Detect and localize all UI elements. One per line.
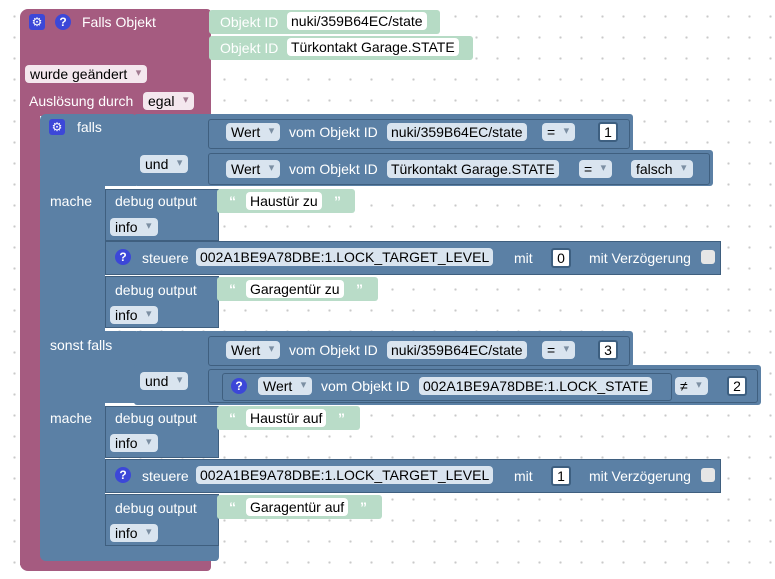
number-field-1[interactable]: 1 [598,122,618,142]
debug-output-label-1: debug output [115,193,197,209]
open-quote-icon: “ [229,281,236,297]
log-level-dropdown-2[interactable]: info [110,306,158,324]
objekt-id-field-4[interactable]: 002A1BE9A78DBE:1.LOCK_STATE [419,377,653,395]
delay-label-1: mit Verzögerung [589,250,691,266]
falls-objekt-title: Falls Objekt [82,14,156,30]
and-dropdown-2[interactable]: und [140,372,189,390]
steuere-value-1[interactable]: 0 [551,248,571,268]
wert-dropdown-1[interactable]: Wert [226,123,281,141]
falls-objekt-block-spine [20,110,40,565]
vom-objekt-label-2: vom Objekt ID [289,161,378,177]
text-value-1[interactable]: Haustür zu [246,192,322,210]
gear-icon[interactable]: ⚙ [49,119,65,135]
operator-dropdown-1[interactable]: = [542,123,576,141]
log-level-dropdown-1[interactable]: info [110,218,158,236]
debug-output-label-3: debug output [115,410,197,426]
delay-label-2: mit Verzögerung [589,468,691,484]
objekt-id-field-1[interactable]: nuki/359B64EC/state [387,123,527,141]
debug-output-block-1[interactable] [105,189,219,241]
ausloesung-label: Auslösung durch [29,93,134,109]
operator-dropdown-3[interactable]: = [542,341,576,359]
delay-checkbox-1[interactable] [701,250,715,264]
close-quote-icon: ” [360,499,367,515]
text-value-2[interactable]: Garagentür zu [246,280,344,298]
and-dropdown-1[interactable]: und [140,155,189,173]
help-icon[interactable]: ? [55,14,71,30]
falls-label: falls [77,119,102,135]
help-icon[interactable]: ? [115,249,131,265]
objekt-id-field-3[interactable]: nuki/359B64EC/state [387,341,527,359]
if-block-sonst-row [40,331,136,403]
boolean-dropdown-2[interactable]: falsch [631,160,693,178]
ausloesung-dropdown[interactable]: egal [143,92,195,110]
steuere-objekt-field-2[interactable]: 002A1BE9A78DBE:1.LOCK_TARGET_LEVEL [196,466,494,484]
operator-dropdown-4[interactable]: ≠ [675,377,708,395]
number-field-3[interactable]: 3 [598,340,618,360]
objekt-id-field-2[interactable]: Türkontakt Garage.STATE [387,160,559,178]
mit-label-2: mit [514,468,533,484]
debug-output-label-4: debug output [115,500,197,516]
close-quote-icon: ” [356,281,363,297]
steuere-label-2: steuere [142,468,189,484]
wert-dropdown-2[interactable]: Wert [226,160,281,178]
sonst-falls-label: sonst falls [50,337,113,353]
vom-objekt-label-1: vom Objekt ID [289,124,378,140]
gear-icon[interactable]: ⚙ [29,14,45,30]
vom-objekt-label-3: vom Objekt ID [289,342,378,358]
objekt-id-value-2[interactable]: Türkontakt Garage.STATE [287,38,459,56]
steuere-value-2[interactable]: 1 [551,466,571,486]
delay-checkbox-2[interactable] [701,468,715,482]
objekt-id-label-2: Objekt ID [220,40,279,56]
objekt-id-label-1: Objekt ID [220,14,279,30]
open-quote-icon: “ [229,499,236,515]
open-quote-icon: “ [229,410,236,426]
mache-label-2: mache [50,410,93,426]
help-icon[interactable]: ? [231,378,247,394]
number-field-4[interactable]: 2 [727,376,747,396]
wert-dropdown-4[interactable]: Wert [258,377,313,395]
operator-dropdown-2[interactable]: = [579,160,613,178]
steuere-label-1: steuere [142,250,189,266]
log-level-dropdown-3[interactable]: info [110,434,158,452]
mit-label-1: mit [514,250,533,266]
vom-objekt-label-4: vom Objekt ID [321,378,410,394]
wert-dropdown-3[interactable]: Wert [226,341,281,359]
trigger-mode-dropdown[interactable]: wurde geändert [25,65,148,83]
text-value-3[interactable]: Haustür auf [246,409,327,427]
log-level-dropdown-4[interactable]: info [110,524,158,542]
open-quote-icon: “ [229,193,236,209]
text-value-4[interactable]: Garagentür auf [246,498,349,516]
steuere-objekt-field-1[interactable]: 002A1BE9A78DBE:1.LOCK_TARGET_LEVEL [196,248,494,266]
debug-output-label-2: debug output [115,282,197,298]
close-quote-icon: ” [334,193,341,209]
help-icon[interactable]: ? [115,467,131,483]
mache-label-1: mache [50,193,93,209]
close-quote-icon: ” [338,410,345,426]
if-block-footer [40,545,219,561]
objekt-id-value-1[interactable]: nuki/359B64EC/state [287,12,427,30]
